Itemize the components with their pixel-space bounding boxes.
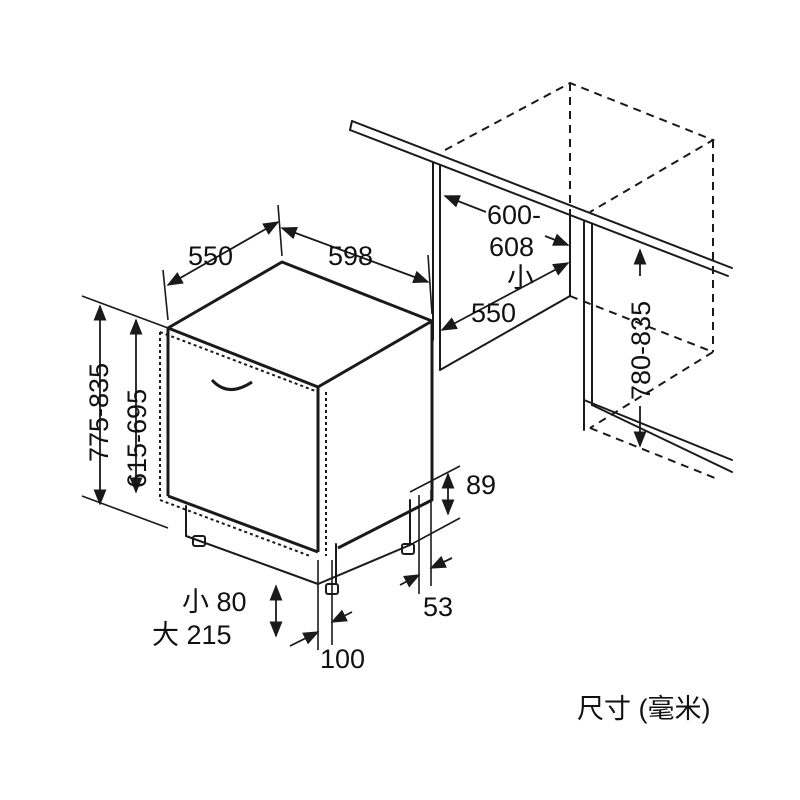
label-plinth-max: 大 215 [152, 620, 232, 650]
label-width-top: 598 [328, 241, 373, 271]
dimension-door-height: 615-695 [122, 318, 152, 494]
label-depth-top: 550 [188, 241, 233, 271]
dishwasher-body [159, 260, 434, 595]
units-note: 尺寸 (毫米) [577, 694, 710, 724]
label-niche-width-1: 600- [487, 200, 541, 230]
label-plinth-min: 小 80 [182, 587, 247, 617]
dimension-appliance-height: 775-835 [81, 295, 169, 529]
dimension-toe-kick: 89 [409, 465, 496, 546]
label-niche-depth: 550 [471, 298, 516, 328]
label-foot-offset: 100 [320, 644, 365, 674]
dimension-foot-offset: 100 [289, 560, 365, 674]
label-niche-width-2: 608 [489, 232, 534, 262]
dimension-plinth-height: 小 80 大 215 [152, 584, 283, 650]
dimension-niche-height: 780-835 [626, 248, 656, 448]
label-toe-kick: 89 [466, 470, 496, 500]
dimension-side-offset: 53 [399, 490, 453, 622]
label-side-offset: 53 [423, 592, 453, 622]
label-door-height: 615-695 [122, 389, 152, 488]
dimension-width-top: 598 [280, 226, 433, 315]
label-niche-height: 780-835 [626, 301, 656, 400]
label-appliance-height: 775-835 [84, 363, 114, 462]
dimension-depth-top: 550 [162, 204, 283, 321]
dimension-niche-width: 600- 608 小 [443, 195, 570, 293]
dimension-niche-depth: 550 [440, 262, 570, 331]
niche-cabinet [349, 81, 733, 481]
